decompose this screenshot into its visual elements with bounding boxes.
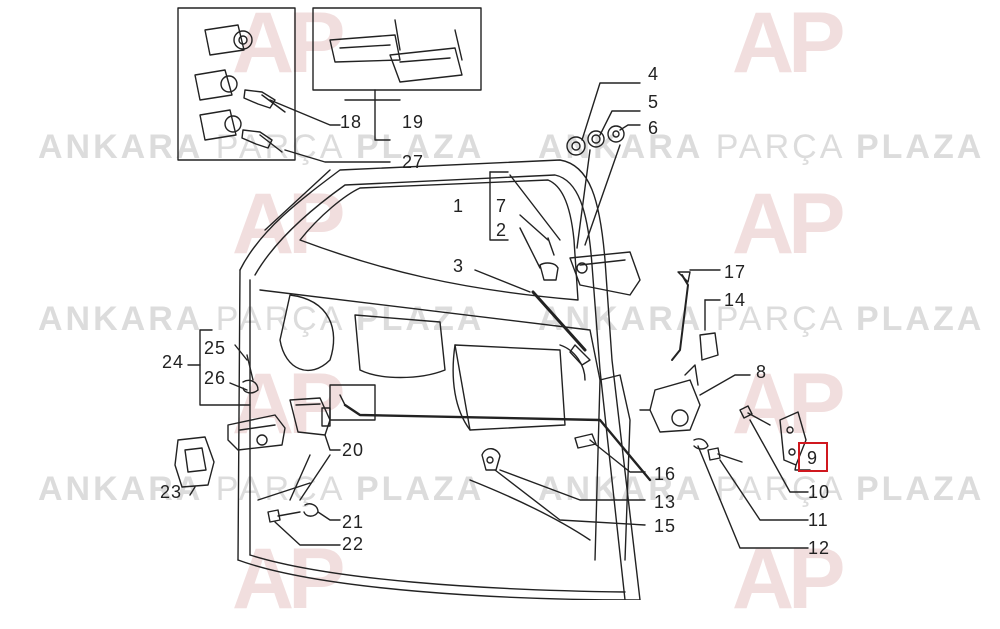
callout-1: 1 [453, 196, 465, 216]
watermark-logo: AP [732, 356, 845, 452]
callout-12: 12 [808, 538, 831, 558]
callout-16: 16 [654, 464, 677, 484]
callout-5: 5 [648, 92, 660, 112]
keys [241, 89, 286, 153]
watermark-text: ANKARA PARÇA PLAZA [538, 470, 985, 508]
watermark-text: ANKARA PARÇA PLAZA [38, 470, 485, 508]
watermark-logo: AP [732, 0, 845, 91]
watermark-logo: AP [232, 176, 345, 272]
callout-19: 19 [402, 112, 425, 132]
screw-11 [707, 447, 743, 463]
callout-6: 6 [648, 118, 660, 138]
callout-9: 9 [807, 448, 819, 468]
watermark-text: ANKARA PARÇA PLAZA [538, 128, 985, 166]
callout-20: 20 [342, 440, 365, 460]
washer-12 [693, 438, 709, 450]
handle-bracket [227, 414, 286, 451]
callout-13: 13 [654, 492, 677, 512]
callout-25: 25 [204, 338, 227, 358]
callout-3: 3 [453, 256, 465, 276]
latch-20 [289, 397, 331, 436]
callout-14: 14 [724, 290, 747, 310]
callout-10: 10 [808, 482, 831, 502]
highlight-box [798, 442, 828, 472]
watermark-text: ANKARA PARÇA PLAZA [538, 300, 985, 338]
callout-2: 2 [496, 220, 508, 240]
inner-handle [569, 251, 641, 296]
screw-22 [267, 509, 301, 523]
callout-27: 27 [402, 152, 425, 172]
callout-15: 15 [654, 516, 677, 536]
callout-4: 4 [648, 64, 660, 84]
lock-cylinder-box [177, 7, 296, 161]
callout-11: 11 [808, 510, 829, 530]
door-lock-mechanism [639, 364, 701, 433]
door-shell [237, 159, 641, 600]
callout-22: 22 [342, 534, 365, 554]
callout-23: 23 [160, 482, 183, 502]
lock-cylinders [194, 24, 253, 141]
callout-17: 17 [724, 262, 747, 282]
outer-handle-box [312, 7, 482, 91]
callout-8: 8 [756, 362, 768, 382]
door-lock-exploded-diagram [174, 7, 811, 600]
callout-18: 18 [340, 112, 363, 132]
callout-26: 26 [204, 368, 227, 388]
callout-7: 7 [496, 196, 508, 216]
callout-24: 24 [162, 352, 185, 372]
striker-plate [779, 411, 807, 466]
rod-clip [481, 448, 501, 471]
handle-bezel [174, 436, 215, 488]
nut-washers [566, 125, 625, 156]
watermark-logo: AP [732, 176, 845, 272]
screw-10 [739, 405, 771, 426]
outer-handles [329, 19, 463, 83]
callout-21: 21 [342, 512, 365, 532]
watermark-text: ANKARA PARÇA PLAZA [38, 300, 485, 338]
